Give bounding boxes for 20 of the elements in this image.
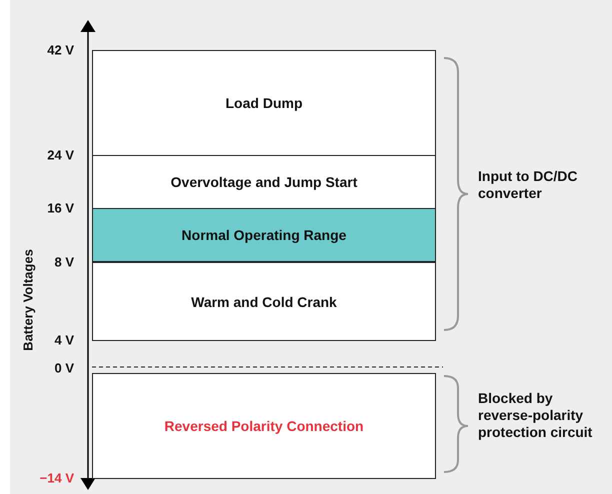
voltage-range-band <box>92 262 436 341</box>
tick-label: 8 V <box>54 254 74 270</box>
range-label: Normal Operating Range <box>182 227 346 243</box>
tick-label: 16 V <box>47 200 74 216</box>
tick-label: 4 V <box>54 332 74 348</box>
range-label: Overvoltage and Jump Start <box>170 174 358 190</box>
brace-label: Blocked by reverse-polarity protection circuit <box>478 390 594 441</box>
tick-label: 0 V <box>54 360 74 376</box>
tick-label: −14 V <box>40 470 74 486</box>
range-label: Warm and Cold Crank <box>191 294 337 310</box>
voltage-range-band <box>92 208 436 262</box>
axis-title: Battery Voltages <box>20 249 36 351</box>
range-label: Load Dump <box>226 95 302 111</box>
tick-label: 42 V <box>47 42 74 58</box>
brace-label: Input to DC/DC converter <box>478 168 579 202</box>
voltage-range-band <box>92 50 436 156</box>
range-label: Reversed Polarity Connection <box>164 418 364 434</box>
voltage-range-band <box>92 155 436 209</box>
tick-label: 24 V <box>47 148 74 162</box>
voltage-range-band <box>92 373 436 479</box>
